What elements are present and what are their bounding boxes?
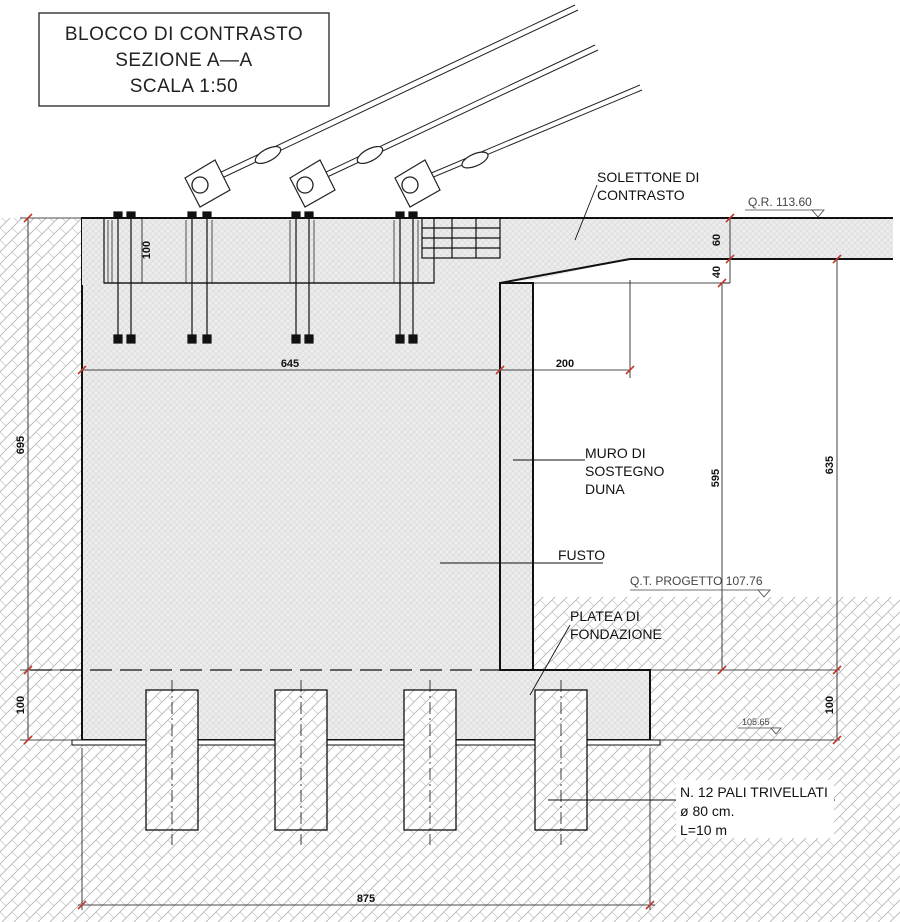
dim-875: 875 <box>357 893 375 905</box>
piles <box>145 680 588 845</box>
level-base: 105.65 <box>742 717 770 727</box>
title-line-1: BLOCCO DI CONTRASTO <box>65 24 303 45</box>
dim-100-anchor: 100 <box>141 241 153 259</box>
level-markers <box>630 209 825 735</box>
anchor-bolts <box>103 211 501 344</box>
label-pali-3: L=10 m <box>680 822 727 838</box>
dim-695: 695 <box>15 436 27 454</box>
label-muro-2: SOSTEGNO <box>585 463 664 479</box>
dim-200: 200 <box>556 358 574 370</box>
title-line-2: SEZIONE A—A <box>115 50 252 71</box>
dim-60: 60 <box>711 234 723 246</box>
title-block: BLOCCO DI CONTRASTO SEZIONE A—A SCALA 1:… <box>38 12 330 107</box>
label-fusto: FUSTO <box>558 547 605 563</box>
label-solettone-1: SOLETTONE DI <box>597 169 699 185</box>
dim-100-left: 100 <box>15 696 27 714</box>
dim-100-right: 100 <box>824 696 836 714</box>
label-pali-1: N. 12 PALI TRIVELLATI <box>680 784 828 800</box>
dim-645: 645 <box>281 358 299 370</box>
label-platea-1: PLATEA DI <box>570 608 640 624</box>
dim-635: 635 <box>824 456 836 474</box>
label-platea-2: FONDAZIONE <box>570 626 662 642</box>
label-solettone-2: CONTRASTO <box>597 187 685 203</box>
label-muro-1: MURO DI <box>585 445 646 461</box>
label-muro-3: DUNA <box>585 481 625 497</box>
title-line-3: SCALA 1:50 <box>130 76 239 97</box>
dimension-ticks <box>23 213 842 910</box>
dimension-lines <box>20 217 840 910</box>
dim-40: 40 <box>711 266 723 278</box>
dim-595: 595 <box>710 469 722 487</box>
label-pali-2: ø 80 cm. <box>680 803 734 819</box>
level-qt: Q.T. PROGETTO 107.76 <box>630 574 763 588</box>
level-qr: Q.R. 113.60 <box>748 195 812 209</box>
tie-cables <box>184 4 643 208</box>
pali-label-bg <box>676 780 834 838</box>
